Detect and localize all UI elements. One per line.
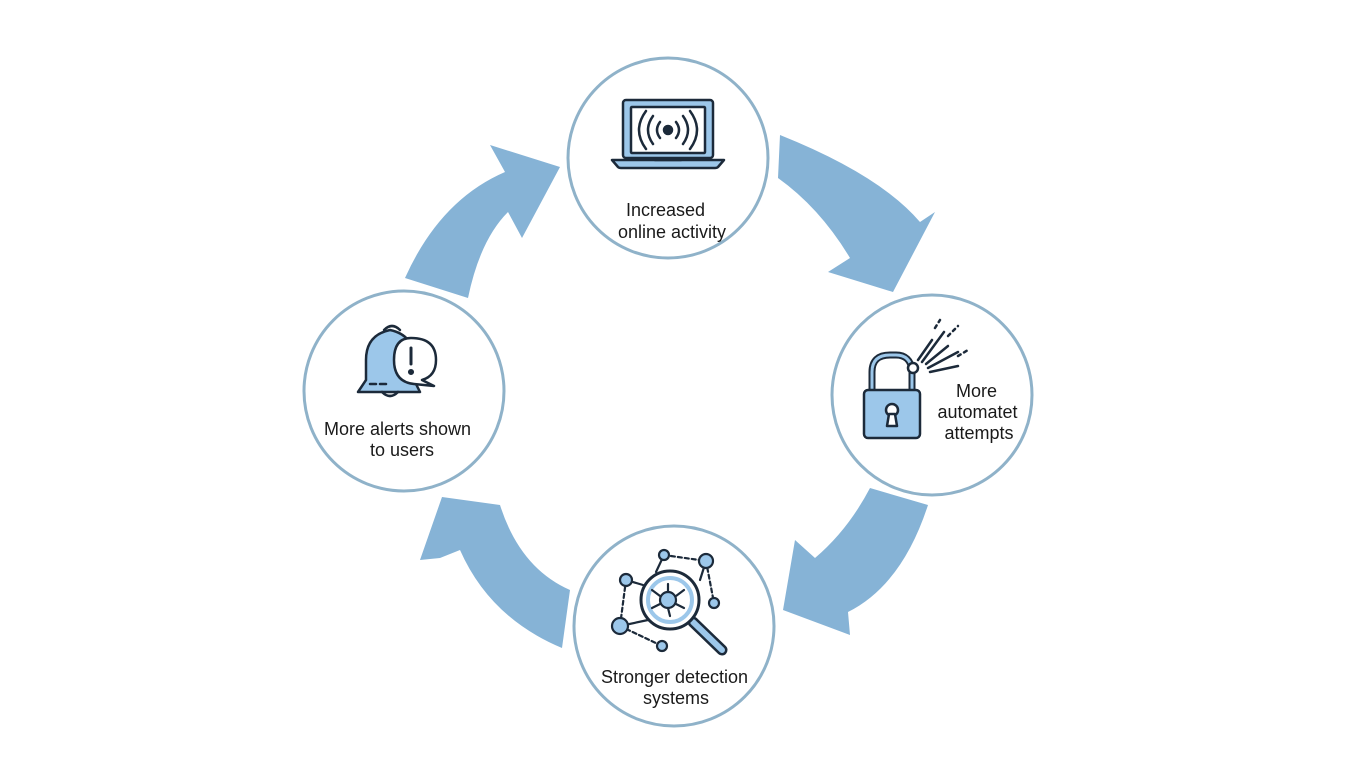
node-top-label-line2: online activity: [618, 222, 726, 242]
arrow-right-to-bottom: [783, 488, 928, 635]
arrow-bottom-to-left: [420, 497, 570, 648]
cycle-arrows: [405, 135, 935, 648]
node-right-label-line3: attempts: [944, 423, 1013, 443]
laptop-signal-icon: [610, 98, 726, 170]
node-top-label-line1: Increased: [626, 200, 705, 220]
svg-text:Stronger detection syste: Stronger detection systems: [601, 667, 753, 708]
node-more-automated-attempts: More automatet attempts: [830, 293, 1034, 497]
node-left-label-line1: More alerts shown: [324, 419, 471, 439]
broken-padlock-icon: [862, 318, 970, 440]
svg-text:More automatet att: More automatet attempts: [937, 381, 1022, 443]
node-more-alerts-shown: More alerts shown to users: [302, 289, 506, 493]
svg-text:Increased online activit: Increased online activity: [618, 200, 726, 242]
node-ring: [830, 293, 1034, 497]
arrow-left-to-top: [405, 145, 560, 298]
bell-alert-icon: [356, 324, 438, 398]
node-stronger-detection-systems: Stronger detection systems: [572, 524, 776, 728]
node-increased-online-activity: Increased online activity: [566, 56, 770, 260]
node-left-label-line2: to users: [370, 440, 434, 460]
network-magnifier-icon: [610, 548, 728, 656]
node-bottom-label-line1: Stronger detection: [601, 667, 748, 687]
node-bottom-label-line2: systems: [643, 688, 709, 708]
svg-text:More alerts shown to use: More alerts shown to users: [324, 419, 476, 460]
node-right-label-line1: More: [956, 381, 997, 401]
arrow-top-to-right: [778, 135, 935, 292]
node-right-label-line2: automatet: [937, 402, 1017, 422]
